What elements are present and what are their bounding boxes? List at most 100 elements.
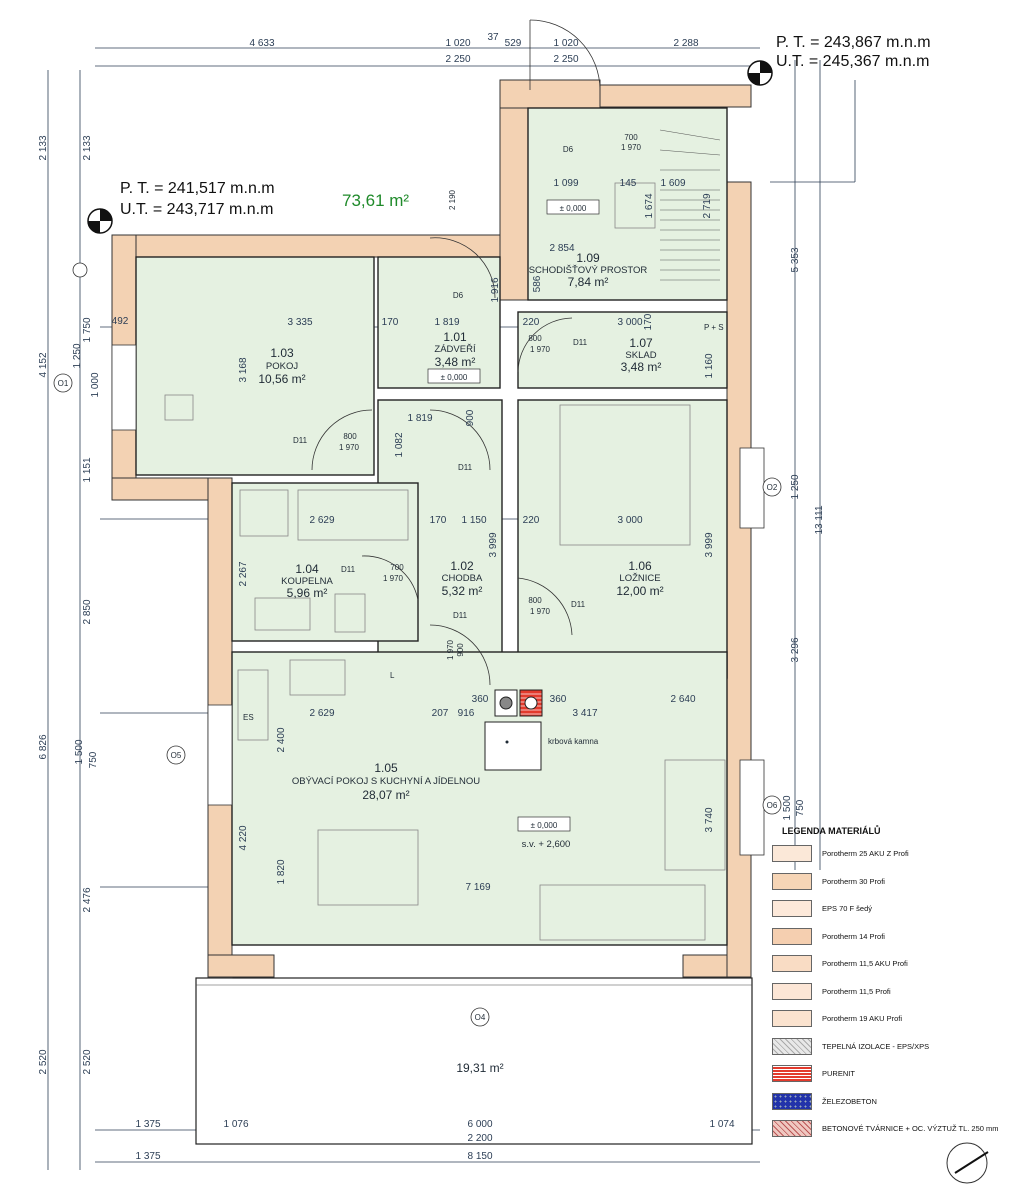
svg-text:SKLAD: SKLAD	[625, 350, 656, 361]
dims-bottom: 1 375 1 076 6 000 2 200 1 074 1 375 8 15…	[135, 1119, 734, 1162]
legend-item: Porotherm 25 AKU Z Profi	[772, 840, 1012, 868]
room-label-1-06: 1.06 LOŽNICE 12,00 m²	[616, 559, 663, 598]
level-left-ut: U.T. = 243,717 m.n.m	[120, 201, 273, 218]
svg-text:1 151: 1 151	[82, 457, 93, 482]
svg-text:1 500: 1 500	[74, 739, 85, 764]
svg-text:2 629: 2 629	[309, 708, 334, 719]
legend-swatch	[772, 900, 812, 918]
svg-text:37: 37	[487, 32, 499, 43]
svg-text:2 719: 2 719	[702, 193, 713, 218]
psd-label: P + S	[704, 323, 724, 332]
room-1-04	[231, 482, 419, 642]
legend-label: Porotherm 14 Profi	[822, 931, 885, 941]
svg-text:13 111: 13 111	[814, 505, 825, 535]
svg-text:170: 170	[430, 515, 447, 526]
room-label-1-01: 1.01 ZÁDVEŘÍ 3,48 m²	[434, 330, 476, 369]
svg-text:750: 750	[795, 799, 806, 816]
terrace-area: 19,31 m²	[456, 1061, 503, 1075]
svg-text:± 0,000: ± 0,000	[441, 373, 468, 382]
legend-item: BETONOVÉ TVÁRNICE + OC. VÝZTUŽ TL. 250 m…	[772, 1115, 1012, 1143]
svg-text:O6: O6	[767, 801, 778, 810]
legend-label: Porotherm 11,5 Profi	[822, 986, 891, 996]
svg-text:1 160: 1 160	[704, 353, 715, 378]
svg-text:D11: D11	[453, 611, 468, 620]
svg-text:360: 360	[472, 694, 489, 705]
svg-text:1.03: 1.03	[270, 346, 294, 360]
svg-text:2 520: 2 520	[82, 1049, 93, 1074]
svg-text:5 353: 5 353	[790, 247, 801, 272]
svg-text:170: 170	[643, 313, 654, 330]
legend-swatch	[772, 982, 812, 1000]
stairs	[659, 129, 721, 281]
svg-text:D6: D6	[453, 291, 464, 300]
svg-text:6 826: 6 826	[38, 734, 49, 759]
svg-text:6 000: 6 000	[467, 1119, 492, 1130]
room-label-1-09: 1.09 SCHODIŠŤOVÝ PROSTOR 7,84 m²	[529, 251, 648, 289]
svg-text:1.02: 1.02	[450, 559, 474, 573]
svg-text:1 020: 1 020	[445, 38, 470, 49]
furniture	[164, 182, 726, 941]
svg-text:3 335: 3 335	[287, 317, 312, 328]
svg-text:3 999: 3 999	[488, 532, 499, 557]
svg-text:± 0,000: ± 0,000	[531, 821, 558, 830]
svg-text:3 168: 3 168	[238, 357, 249, 382]
svg-text:700: 700	[624, 133, 638, 142]
svg-text:3,48 m²: 3,48 m²	[435, 355, 476, 369]
svg-text:7 169: 7 169	[465, 882, 490, 893]
svg-text:LOŽNICE: LOŽNICE	[619, 573, 660, 584]
svg-text:5,96 m²: 5,96 m²	[287, 586, 328, 600]
svg-text:ZÁDVEŘÍ: ZÁDVEŘÍ	[434, 344, 476, 355]
symbol-ES: ES	[243, 713, 254, 722]
svg-text:2 288: 2 288	[673, 38, 698, 49]
svg-text:POKOJ: POKOJ	[266, 361, 298, 372]
dims-right: 5 353 1 250 13 111 3 296 1 500 750	[782, 247, 825, 820]
svg-text:O4: O4	[475, 1013, 486, 1022]
level-marker-left	[87, 208, 113, 234]
svg-text:1 819: 1 819	[434, 317, 459, 328]
svg-text:1 970: 1 970	[530, 607, 551, 616]
dims-top: 4 633 1 020 2 250 37 529 1 020 2 250 2 2…	[249, 32, 698, 65]
svg-text:900: 900	[465, 409, 476, 426]
legend-item: Porotherm 19 AKU Profi	[772, 1005, 1012, 1033]
svg-text:1 970: 1 970	[446, 639, 455, 660]
svg-text:1.09: 1.09	[576, 251, 600, 265]
level-marker-right	[747, 60, 773, 86]
svg-text:1 250: 1 250	[72, 343, 83, 368]
svg-text:1 970: 1 970	[621, 143, 642, 152]
svg-text:2 267: 2 267	[238, 561, 249, 586]
svg-text:1 820: 1 820	[276, 859, 287, 884]
svg-text:1.05: 1.05	[374, 761, 398, 775]
room-1-06	[517, 399, 728, 679]
svg-text:OBÝVACÍ POKOJ S KUCHYNÍ A JÍDE: OBÝVACÍ POKOJ S KUCHYNÍ A JÍDELNOU	[292, 776, 480, 787]
svg-text:4 152: 4 152	[38, 352, 49, 377]
fireplace-label: krbová kamna	[548, 737, 599, 746]
svg-text:1.06: 1.06	[628, 559, 652, 573]
svg-text:2 133: 2 133	[38, 135, 49, 160]
zero-level-tags: ± 0,000 ± 0,000 ± 0,000	[427, 199, 600, 832]
room-label-1-07: 1.07 SKLAD 3,48 m²	[621, 336, 662, 374]
room-1-03	[135, 256, 375, 476]
svg-text:3 417: 3 417	[572, 708, 597, 719]
svg-text:145: 145	[620, 178, 637, 189]
room-label-1-03: 1.03 POKOJ 10,56 m²	[258, 346, 305, 386]
level-right-pt: P. T. = 243,867 m.n.m	[776, 34, 931, 51]
legend-label: Porotherm 25 AKU Z Profi	[822, 849, 909, 859]
svg-text:800: 800	[528, 334, 542, 343]
svg-text:2 400: 2 400	[276, 727, 287, 752]
svg-text:1 076: 1 076	[223, 1119, 248, 1130]
legend-swatch	[772, 845, 812, 863]
svg-text:2 520: 2 520	[38, 1049, 49, 1074]
svg-text:± 0,000: ± 0,000	[560, 204, 587, 213]
svg-text:2 476: 2 476	[82, 887, 93, 912]
svg-text:4 220: 4 220	[238, 825, 249, 850]
svg-text:900: 900	[456, 643, 465, 657]
svg-text:750: 750	[88, 751, 99, 768]
axis-circles	[53, 262, 782, 1027]
legend-label: ŽELEZOBETON	[822, 1096, 877, 1106]
svg-text:1 375: 1 375	[135, 1151, 160, 1162]
door-tags: D6 D6 D11 D11 D11 D11 D11 D11	[293, 145, 588, 620]
svg-text:3 296: 3 296	[790, 637, 801, 662]
svg-text:1 970: 1 970	[339, 443, 360, 452]
